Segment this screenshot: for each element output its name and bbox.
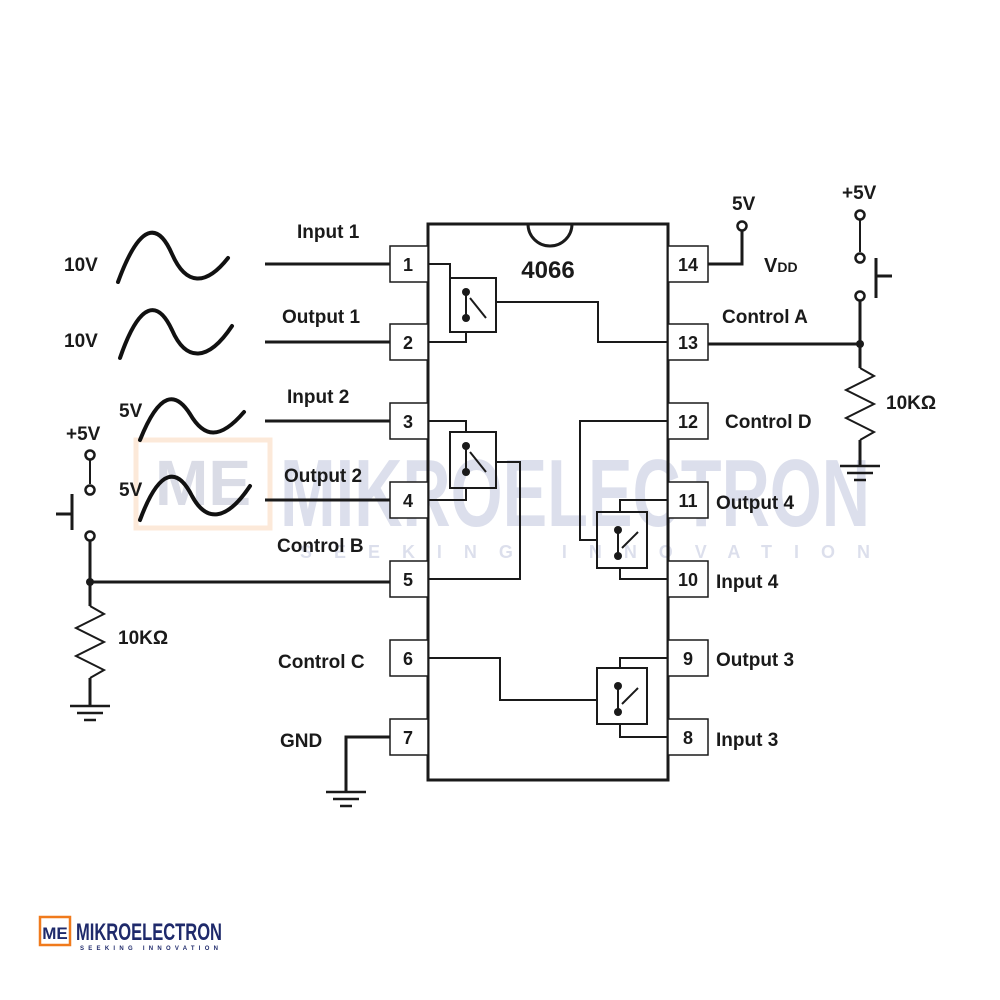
watermark-brand: MIKROELECTRON (280, 440, 870, 547)
vdd-supply: 5V VDD (708, 194, 798, 277)
output2-label: Output 2 (284, 466, 362, 487)
left-resistor-label: 10KΩ (118, 628, 168, 649)
pin-14: 14 (667, 245, 709, 283)
waveform-input1: 10V (64, 230, 230, 284)
right-supply-terminal (854, 209, 866, 221)
control-d-label: Control D (725, 412, 812, 433)
input4-label: Input 4 (716, 572, 779, 593)
input1-amplitude: 10V (64, 255, 98, 276)
vdd-5v-label: 5V (732, 194, 756, 215)
waveform-output2: 5V (119, 474, 252, 522)
pin-10-number: 10 (678, 570, 698, 590)
left-pins: 1 2 3 4 5 6 7 (389, 245, 429, 756)
pin-6-number: 6 (403, 649, 413, 669)
pin-1: 1 (389, 245, 429, 283)
left-wiring (90, 262, 390, 792)
right-resistor-label: 10KΩ (886, 393, 936, 414)
left-supply-label: +5V (66, 424, 101, 445)
ic-notch (526, 223, 574, 248)
input3-label: Input 3 (716, 730, 778, 751)
pin-14-number: 14 (678, 255, 698, 275)
pin-4: 4 (389, 481, 429, 519)
pin-9: 9 (667, 639, 709, 677)
pin-2: 2 (389, 323, 429, 361)
left-supply-terminal (84, 449, 96, 461)
pin-3: 3 (389, 402, 429, 440)
pin-10: 10 (667, 560, 709, 598)
control-b-label: Control B (277, 536, 364, 557)
pin-7: 7 (389, 718, 429, 756)
vdd-subscript: DD (777, 259, 797, 275)
footer-logo: ME MIKROELECTRON SEEKING INNOVATION (38, 915, 222, 952)
left-control-circuit: +5V 10KΩ (56, 424, 168, 722)
output1-amplitude: 10V (64, 331, 98, 352)
pin-7-number: 7 (403, 728, 413, 748)
watermark-logo-box (133, 437, 273, 531)
waveform-input2: 5V (119, 397, 246, 442)
switch-d (579, 420, 668, 580)
input2-label: Input 2 (287, 387, 349, 408)
pin-12: 12 (667, 402, 709, 440)
pin-5: 5 (389, 560, 429, 598)
output2-amplitude: 5V (119, 480, 143, 501)
waveform-output1: 10V (64, 308, 234, 360)
pin-12-number: 12 (678, 412, 698, 432)
pin-6: 6 (389, 639, 429, 677)
pin-9-number: 9 (683, 649, 693, 669)
switch-c (428, 657, 668, 738)
footer-tagline: SEEKING INNOVATION (80, 946, 218, 952)
output3-label: Output 3 (716, 650, 794, 671)
vdd-label: VDD (764, 255, 798, 277)
chip-name: 4066 (521, 257, 574, 284)
pin-11: 11 (667, 481, 709, 519)
output1-label: Output 1 (282, 307, 361, 328)
right-supply-label: +5V (842, 183, 877, 204)
control-c-label: Control C (278, 652, 365, 673)
pin-13-number: 13 (678, 333, 698, 353)
pin-1-number: 1 (403, 255, 413, 275)
footer-brand: MIKROELECTRON (76, 919, 222, 946)
control-a-label: Control A (722, 307, 808, 328)
left-resistor (73, 605, 107, 679)
input2-amplitude: 5V (119, 401, 143, 422)
output4-label: Output 4 (716, 493, 795, 514)
footer-logo-box (38, 915, 72, 947)
ground-symbol-pin7 (326, 790, 366, 808)
gnd-label: GND (280, 731, 322, 752)
pin-8-number: 8 (683, 728, 693, 748)
pin-5-number: 5 (403, 570, 413, 590)
pin-3-number: 3 (403, 412, 413, 432)
right-control-circuit: +5V 10KΩ (708, 183, 936, 482)
right-resistor (843, 367, 877, 441)
pin-11-number: 11 (678, 491, 697, 511)
input1-label: Input 1 (297, 222, 360, 243)
footer-logo-mark: ME (42, 924, 68, 943)
vdd-main: V (764, 255, 778, 277)
pin-2-number: 2 (403, 333, 413, 353)
switch-b (428, 420, 521, 580)
switch-a (428, 263, 668, 343)
pin-13: 13 (667, 323, 709, 361)
pin-4-number: 4 (403, 491, 413, 511)
pin-8: 8 (667, 718, 709, 756)
right-pins: 14 13 12 11 10 9 8 (667, 245, 709, 756)
